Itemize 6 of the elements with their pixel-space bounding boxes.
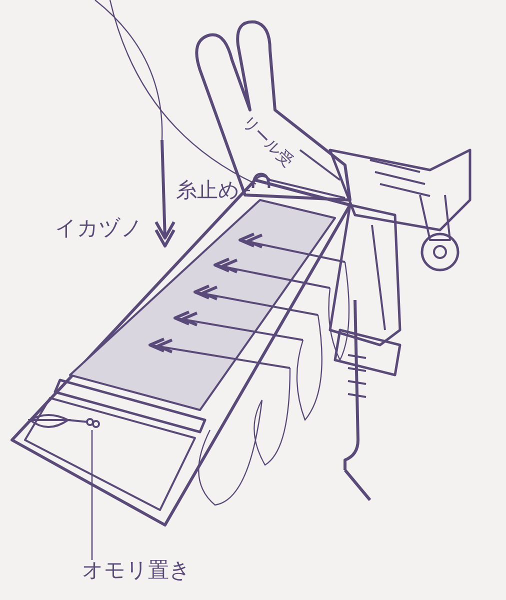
part-label: イカヅノ [55, 218, 143, 239]
part-label: リール受 [238, 112, 298, 172]
leader-line [91, 430, 93, 560]
part-label: 糸止め [176, 180, 240, 201]
part-label: オモリ置き [82, 560, 191, 581]
line-stopper-icon [250, 172, 272, 190]
